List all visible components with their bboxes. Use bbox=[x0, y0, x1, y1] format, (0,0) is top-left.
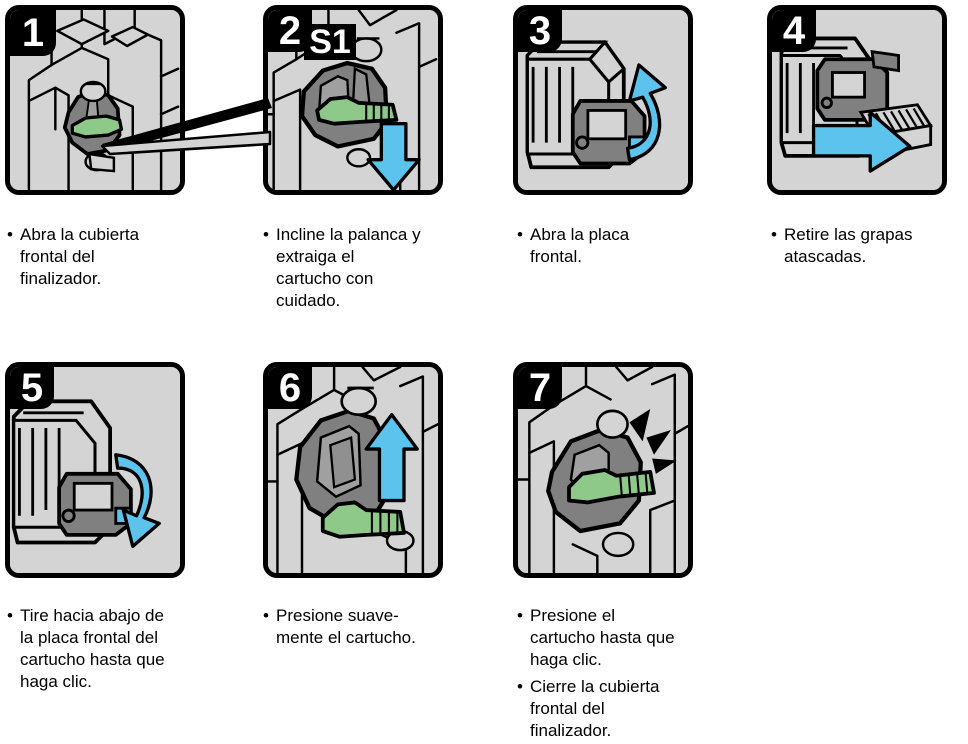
step-3-caption: • Abra la placa frontal. bbox=[516, 224, 746, 270]
caption-line: atascadas. bbox=[784, 247, 867, 267]
caption-bullet: • Incline la palanca y extraiga el cartu… bbox=[262, 224, 492, 312]
caption-line: finalizador. bbox=[20, 269, 102, 289]
caption-line: Abra la placa bbox=[530, 225, 630, 244]
step-4-illustration: 4 bbox=[767, 5, 947, 195]
caption-line: haga clic. bbox=[20, 672, 92, 692]
step-5-illustration: 5 bbox=[5, 362, 185, 578]
step-7-illustration: 7 bbox=[513, 362, 693, 578]
step-2: 2 S1 bbox=[263, 5, 443, 195]
caption-bullet: • Presione suave- mente el cartucho. bbox=[262, 605, 502, 649]
caption-bullet: • Tire hacia abajo de la placa frontal d… bbox=[6, 605, 236, 693]
step-3-illustration: 3 bbox=[513, 5, 693, 195]
step-5: 5 bbox=[5, 362, 185, 578]
step-2-caption: • Incline la palanca y extraiga el cartu… bbox=[262, 224, 492, 314]
step-5-caption: • Tire hacia abajo de la placa frontal d… bbox=[6, 605, 236, 695]
caption-line: extraiga el bbox=[276, 247, 355, 267]
caption-line: cuidado. bbox=[276, 291, 341, 311]
caption-line: frontal. bbox=[530, 247, 582, 267]
caption-line: cartucho con bbox=[276, 269, 374, 289]
step-number-4: 4 bbox=[772, 10, 816, 52]
caption-line: la placa frontal del bbox=[20, 628, 158, 648]
step-4-caption: • Retire las grapas atascadas. bbox=[770, 224, 968, 270]
caption-line: Tire hacia abajo de bbox=[20, 606, 164, 625]
caption-bullet: • Cierre la cubierta frontal del finaliz… bbox=[516, 676, 756, 742]
step-6: 6 bbox=[263, 362, 443, 578]
caption-bullet: • Abra la placa frontal. bbox=[516, 224, 746, 268]
caption-line: haga clic. bbox=[530, 650, 602, 670]
caption-line: mente el cartucho. bbox=[276, 628, 416, 648]
step-2-illustration: 2 S1 bbox=[263, 5, 443, 195]
caption-line: frontal del bbox=[20, 247, 95, 267]
step-6-illustration: 6 bbox=[263, 362, 443, 578]
caption-line: finalizador. bbox=[530, 721, 612, 741]
step-number-5: 5 bbox=[10, 367, 54, 409]
step-number-7: 7 bbox=[518, 367, 562, 409]
step-7-caption: • Presione el cartucho hasta que haga cl… bbox=[516, 605, 756, 744]
caption-line: Presione el bbox=[530, 606, 616, 625]
caption-line: cartucho hasta que bbox=[20, 650, 165, 670]
caption-line: frontal del bbox=[530, 699, 605, 719]
bullet-glyph: • bbox=[517, 677, 523, 697]
step-1: 1 bbox=[5, 5, 185, 195]
bullet-glyph: • bbox=[517, 225, 523, 244]
step-6-caption: • Presione suave- mente el cartucho. bbox=[262, 605, 502, 651]
caption-line: Retire las grapas bbox=[784, 225, 913, 244]
bullet-glyph: • bbox=[771, 225, 777, 244]
step-number-3: 3 bbox=[518, 10, 562, 52]
caption-line: Cierre la cubierta bbox=[530, 677, 660, 697]
lever-label-s1: S1 bbox=[304, 24, 356, 60]
step-7: 7 bbox=[513, 362, 693, 578]
caption-line: Presione suave- bbox=[276, 606, 399, 625]
step-number-1: 1 bbox=[10, 10, 56, 56]
bullet-glyph: • bbox=[263, 606, 269, 625]
caption-line: Abra la cubierta bbox=[20, 225, 140, 244]
step-1-illustration: 1 bbox=[5, 5, 185, 195]
caption-bullet: • Abra la cubierta frontal del finalizad… bbox=[6, 224, 236, 290]
bullet-glyph: • bbox=[263, 225, 269, 244]
bullet-glyph: • bbox=[7, 606, 13, 625]
caption-bullet: • Presione el cartucho hasta que haga cl… bbox=[516, 605, 756, 671]
step-1-caption: • Abra la cubierta frontal del finalizad… bbox=[6, 224, 236, 292]
step-4: 4 bbox=[767, 5, 947, 195]
bullet-glyph: • bbox=[517, 606, 523, 625]
bullet-glyph: • bbox=[7, 225, 13, 244]
caption-line: Incline la palanca y bbox=[276, 225, 421, 244]
caption-line: cartucho hasta que bbox=[530, 628, 675, 648]
step-number-6: 6 bbox=[268, 367, 312, 409]
step-3: 3 bbox=[513, 5, 693, 195]
caption-bullet: • Retire las grapas atascadas. bbox=[770, 224, 968, 268]
